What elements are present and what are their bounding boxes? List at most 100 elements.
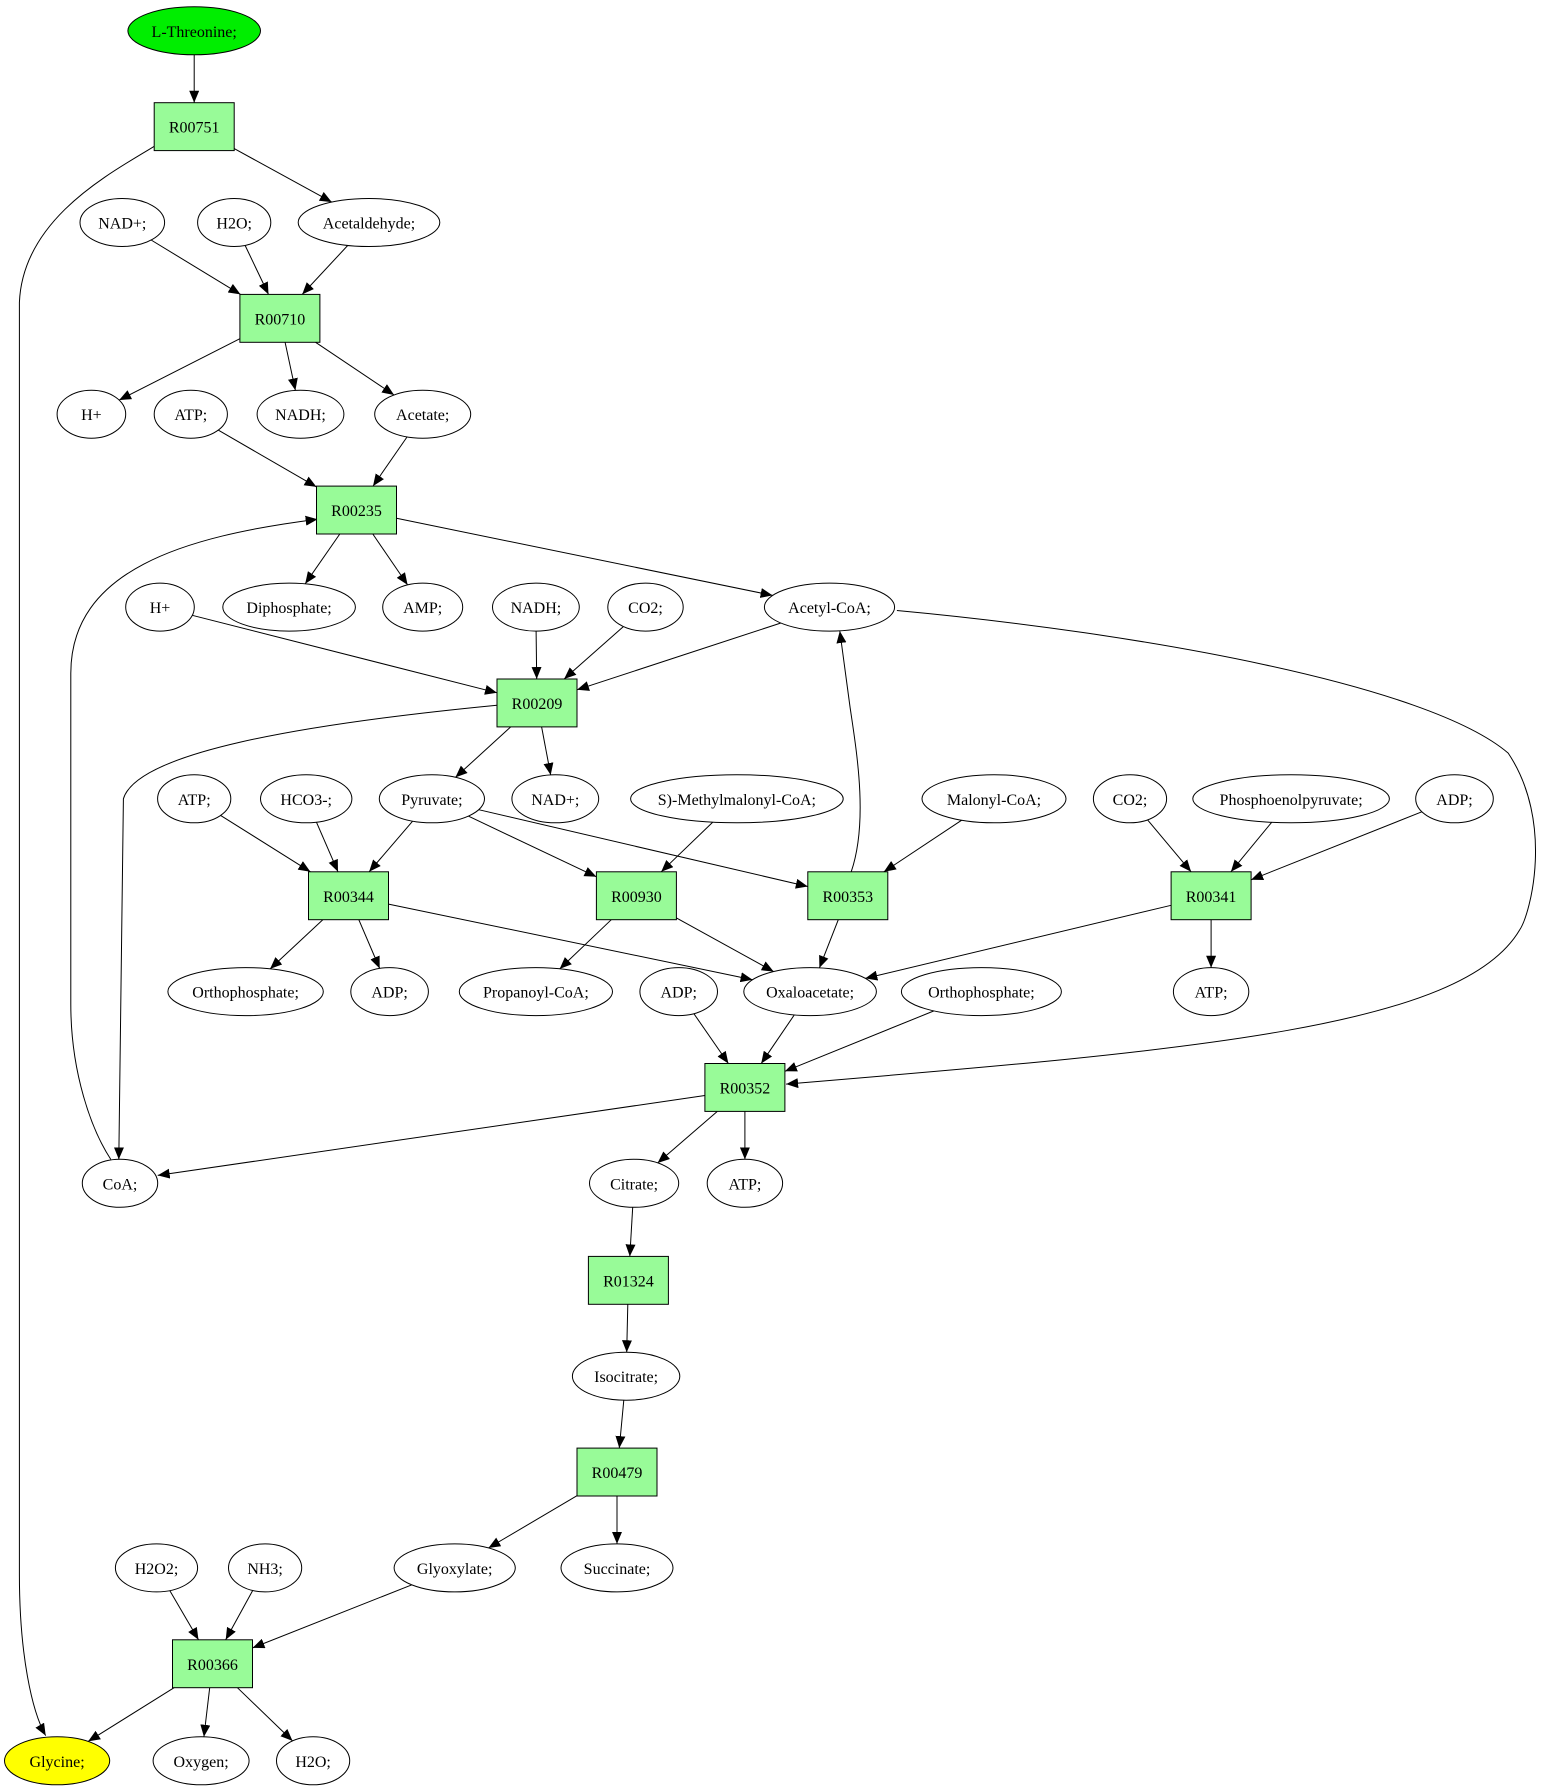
reaction-box [595,871,677,921]
compound-ellipse [378,774,485,824]
reaction-box [807,871,889,921]
compound-node-iso: Isocitrate; [571,1351,681,1401]
node-label: ATP; [1195,985,1228,1002]
compound-node-mal: Malonyl-CoA; [921,774,1067,824]
compound-node-pep: Phosphoenolpyruvate; [1192,774,1390,824]
compound-ellipse [56,389,127,439]
node-label: Phosphoenolpyruvate; [1220,792,1363,809]
reaction-box [239,293,321,343]
compound-node-orth2: Orthophosphate; [900,967,1062,1017]
edge-acet-to-r235 [372,436,408,487]
node-label: R00930 [611,889,662,906]
node-label: ATP; [174,407,207,424]
node-label: Glycine; [30,1754,85,1771]
edge-r366-to-h2o3 [237,1687,293,1742]
compound-ellipse [630,774,844,824]
reaction-box [308,871,389,921]
node-label: NAD+; [531,792,579,809]
node-label: R00479 [592,1465,643,1482]
node-label: R00751 [169,120,220,137]
compound-ellipse [276,1736,351,1786]
reaction-node-r353: R00353 [807,871,889,921]
compound-node-atp2: ATP; [157,774,232,824]
compound-ellipse [589,1158,680,1208]
compound-node-atp4: ATP; [706,1158,784,1208]
node-label: ADP; [1436,792,1472,809]
compound-ellipse [228,1543,303,1593]
node-label: R00352 [720,1081,771,1098]
node-label: Citrate; [610,1176,658,1193]
compound-node-hco3: HCO3-; [260,774,353,824]
compound-ellipse [382,582,464,632]
edge-pyr-to-r353 [478,809,808,889]
compound-node-glyox: Glyoxylate; [393,1543,516,1593]
node-label: ATP; [728,1176,761,1193]
edge-iso-to-r479 [615,1400,626,1449]
edge-nadh2-to-r209 [531,630,542,680]
compound-ellipse [1172,967,1250,1017]
node-label: HCO3-; [280,792,332,809]
reaction-box [153,102,235,152]
compound-ellipse [81,1158,159,1208]
edge-oxa-to-r352 [760,1014,795,1064]
node-label: Pyruvate; [401,792,462,809]
edge-r710-to-hp1 [118,338,241,401]
compound-ellipse [167,967,324,1017]
compound-node-adp3: ADP; [639,967,719,1017]
node-label: ADP; [660,985,696,1002]
node-label: NADH; [275,407,326,424]
compound-ellipse [152,1736,250,1786]
edge-co2b-to-r341 [1147,819,1192,873]
reaction-box [172,1639,253,1689]
node-label: Propanoyl-CoA; [483,985,589,1002]
edge-pep-to-r341 [1230,821,1273,873]
node-label: H2O; [216,216,252,233]
edge-orth2-to-r352 [784,1010,935,1072]
node-label: CO2; [1113,792,1148,809]
edge-r366-to-oxy [200,1687,211,1737]
compound-node-nad2: NAD+; [511,774,600,824]
node-label: ADP; [371,985,407,1002]
edge-r479-to-glyox [488,1495,578,1549]
compound-node-atp1: ATP; [153,389,228,439]
compound-node-oxy: Oxygen; [152,1736,250,1786]
reaction-node-r344: R00344 [308,871,389,921]
compound-node-adp1: ADP; [1415,774,1494,824]
edge-h2o2-to-r366 [169,1590,199,1641]
compound-node-accoa: Acetyl-CoA; [763,582,896,632]
edge-h2o1-to-r710 [244,245,269,295]
reaction-node-r209: R00209 [496,678,578,728]
reaction-box [576,1447,658,1497]
compound-ellipse [1192,774,1390,824]
compound-ellipse [763,582,896,632]
compound-node-nad1: NAD+; [79,198,166,247]
reaction-box [704,1063,786,1112]
edge-atp2-to-r344 [220,814,311,873]
compound-node-nadh1: NADH; [256,389,345,439]
compound-node-hp1: H+ [56,389,127,439]
compound-ellipse [571,1351,681,1401]
node-label: Diphosphate; [246,600,331,617]
compound-node-co2b: CO2; [1092,774,1168,824]
reaction-node-r710: R00710 [239,293,321,343]
edge-r353-to-accoa [836,630,861,872]
compound-node-acet: Acetate; [374,389,472,439]
edge-glyox-to-r366 [252,1584,413,1649]
compound-ellipse [297,198,441,247]
compound-ellipse [157,774,232,824]
node-label: Isocitrate; [594,1369,658,1386]
node-label: NH3; [247,1561,283,1578]
node-label: R00353 [822,889,873,906]
compound-ellipse [197,198,272,247]
node-label: Glyoxylate; [417,1561,493,1578]
compound-ellipse [921,774,1067,824]
compound-node-succ: Succinate; [560,1543,674,1593]
compound-node-orth1: Orthophosphate; [167,967,324,1017]
compound-node-smm: S)-Methylmalonyl-CoA; [630,774,844,824]
edge-acald-to-r710 [301,245,349,295]
node-label: NADH; [511,600,562,617]
compound-node-h2o3: H2O; [276,1736,351,1786]
edge-hp2-to-r209 [192,614,498,695]
node-label: CoA; [103,1176,138,1193]
